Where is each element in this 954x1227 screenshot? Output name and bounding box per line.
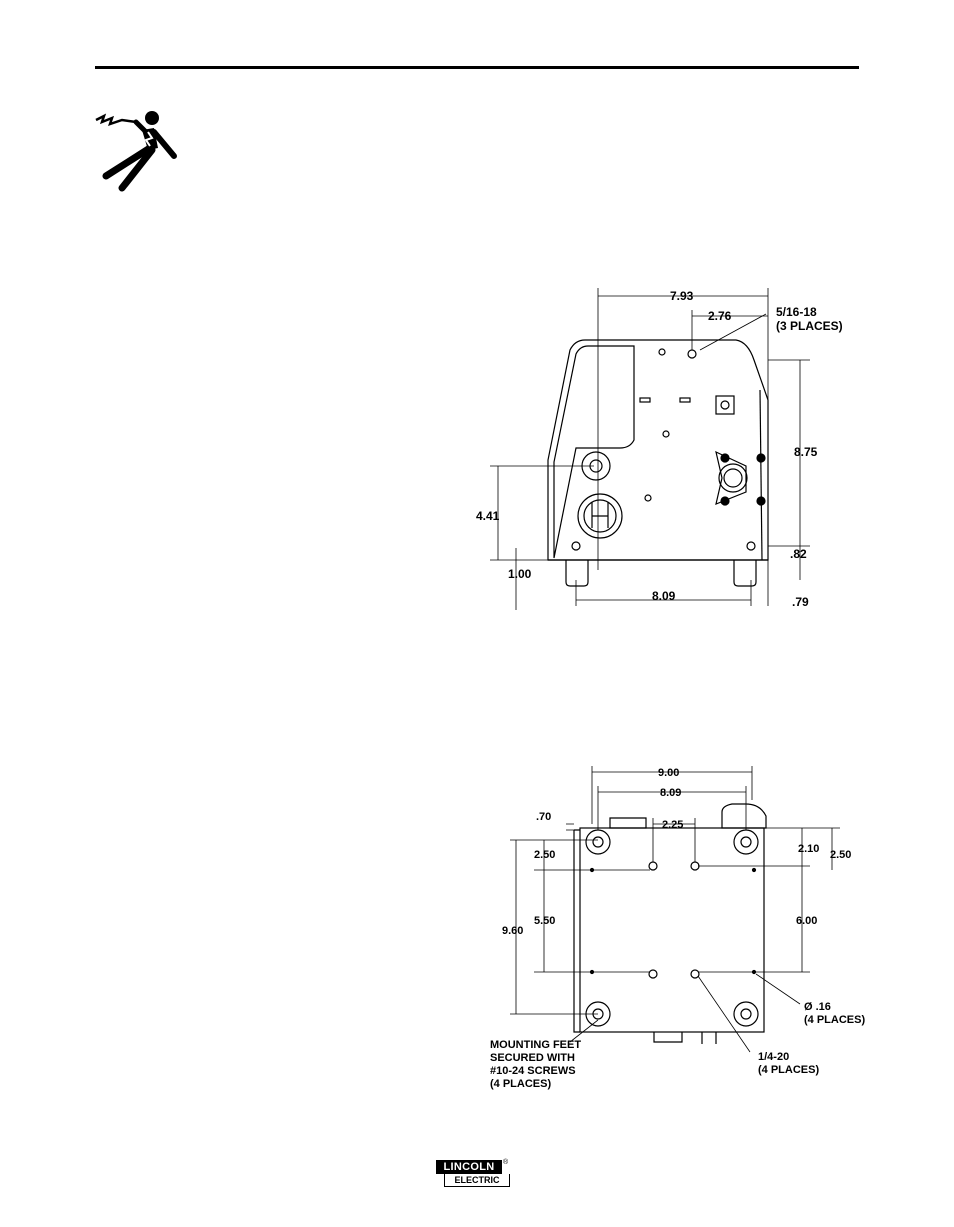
electric-shock-warning-icon bbox=[92, 108, 184, 194]
dim-bv-right-offset: 2.50 bbox=[830, 849, 851, 861]
dim-foot-spacing: 8.09 bbox=[652, 589, 676, 603]
dim-bv-right-spacing: 6.00 bbox=[796, 915, 817, 927]
header-rule bbox=[95, 66, 859, 69]
note-feet-2: SECURED WITH bbox=[490, 1052, 575, 1064]
front-view-drawing: 7.93 2.76 5/16-18 (3 PLACES) 8.75 4.41 1… bbox=[470, 280, 870, 615]
dim-hole-offset: 2.76 bbox=[708, 309, 732, 323]
dim-bottom-hole-height: .82 bbox=[790, 547, 807, 561]
dim-bv-foot-spacing: 8.09 bbox=[660, 787, 681, 799]
note-feet-4: (4 PLACES) bbox=[490, 1078, 551, 1090]
dim-bv-left-offset: 2.50 bbox=[534, 849, 555, 861]
dim-bv-small-hole-dia: Ø .16 bbox=[804, 1001, 831, 1013]
dim-bv-tap-spec: 1/4-20 bbox=[758, 1051, 789, 1063]
logo-registered-mark: ® bbox=[503, 1159, 508, 1166]
dim-overall-width: 7.93 bbox=[670, 289, 694, 303]
dim-connector-height: 4.41 bbox=[476, 509, 500, 523]
note-feet-1: MOUNTING FEET bbox=[490, 1039, 581, 1051]
dim-thread-places: (3 PLACES) bbox=[776, 319, 843, 333]
dim-bv-overall-depth: 9.60 bbox=[502, 925, 523, 937]
bottom-view-drawing: 9.00 8.09 .70 2.25 2.50 9.60 5.50 2.10 2… bbox=[470, 760, 870, 1100]
note-feet-3: #10-24 SCREWS bbox=[490, 1065, 576, 1077]
dim-thread-spec: 5/16-18 bbox=[776, 305, 817, 319]
dim-bv-tap-places: (4 PLACES) bbox=[758, 1064, 819, 1076]
dim-bv-hole-spacing-y: 5.50 bbox=[534, 915, 555, 927]
logo-top-text: LINCOLN bbox=[436, 1160, 502, 1174]
dim-bv-small-hole-places: (4 PLACES) bbox=[804, 1014, 865, 1026]
dim-foot-height: 1.00 bbox=[508, 567, 532, 581]
dim-bv-edge-offset: .70 bbox=[536, 811, 551, 823]
lincoln-electric-logo: LINCOLN ® ELECTRIC bbox=[436, 1160, 510, 1188]
dim-bv-right-offset-small: 2.10 bbox=[798, 843, 819, 855]
dim-bv-hole-spacing-x: 2.25 bbox=[662, 819, 683, 831]
logo-bottom-text: ELECTRIC bbox=[444, 1174, 510, 1187]
dim-foot-inset: .79 bbox=[792, 595, 809, 609]
dim-hole-height: 8.75 bbox=[794, 445, 818, 459]
dim-bv-overall-width: 9.00 bbox=[658, 767, 679, 779]
